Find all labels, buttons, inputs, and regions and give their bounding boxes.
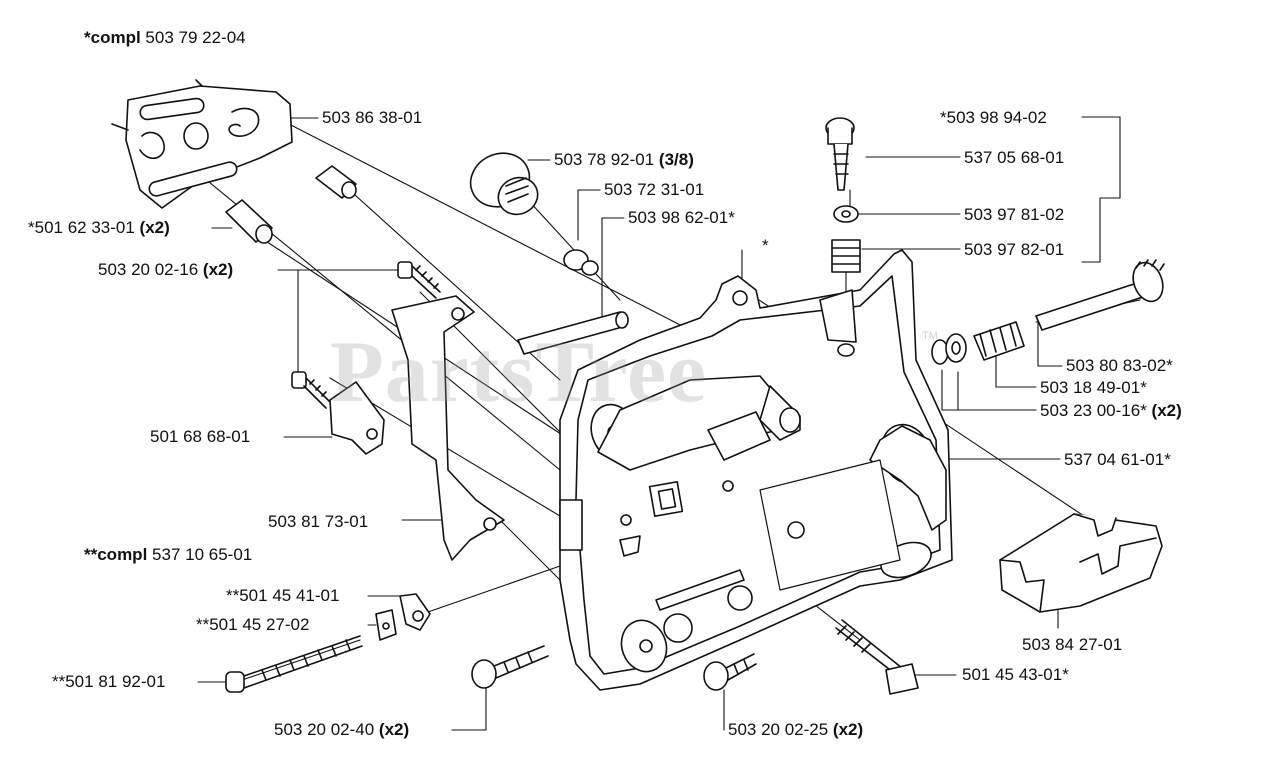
part-label: 501 68 68-01 <box>150 427 251 446</box>
compl-header-1-bold: *compl <box>84 28 141 47</box>
bottom-screw-right-part <box>703 653 757 691</box>
pin-part <box>517 311 629 355</box>
small-bracket-part <box>375 593 431 641</box>
part-label: 501 45 43-01* <box>962 665 1069 684</box>
tension-screw-part <box>835 619 919 695</box>
watermark-text: PartsTree <box>330 324 708 421</box>
part-label: 503 98 62-01* <box>628 208 735 227</box>
compl-header-1: *compl 503 79 22-04 <box>84 28 246 48</box>
tension-rod-part <box>1035 259 1165 331</box>
part-label: 503 97 81-02 <box>964 205 1065 224</box>
screw-part-left <box>291 371 331 409</box>
screw-part-top <box>397 261 441 299</box>
chain-catcher-block-part <box>999 513 1163 613</box>
spacer-sleeve-part <box>225 165 357 244</box>
compl-header-2-number: 537 10 65-01 <box>152 545 253 564</box>
part-label: *501 62 33-01 (x2) <box>28 218 170 237</box>
watermark-trademark: TM <box>922 330 938 342</box>
part-label: **501 45 41-01 <box>226 586 340 605</box>
bottom-screw-left-part <box>471 645 549 689</box>
long-screw-part <box>225 635 363 693</box>
compl-header-2-bold: **compl <box>84 545 148 564</box>
part-label: **501 45 27-02 <box>196 615 310 634</box>
nut-part <box>563 249 599 276</box>
part-label: 537 05 68-01 <box>964 148 1065 167</box>
part-label: 503 20 02-25 (x2) <box>728 720 864 739</box>
part-label: 503 20 02-16 (x2) <box>98 260 234 279</box>
cover-plate-part <box>391 295 505 561</box>
washer-part <box>931 333 967 365</box>
part-label: 503 23 00-16* (x2) <box>1040 401 1182 420</box>
part-label: * <box>762 236 769 255</box>
guide-plate-part <box>111 79 293 209</box>
spring-small-part <box>831 239 861 273</box>
part-label: 503 86 38-01 <box>322 108 423 127</box>
part-label: 503 81 73-01 <box>268 512 369 531</box>
part-label: *503 98 94-02 <box>940 108 1047 127</box>
washer-small-part <box>833 205 859 223</box>
part-label: 503 78 92-01 (3/8) <box>554 150 694 169</box>
sprocket-nut-part <box>469 152 539 216</box>
part-label: 503 18 49-01* <box>1040 378 1147 397</box>
part-label: 503 84 27-01 <box>1022 635 1123 654</box>
bracket-part <box>329 381 385 455</box>
compl-header-2: **compl 537 10 65-01 <box>84 545 252 565</box>
part-label: 503 72 31-01 <box>604 180 705 199</box>
compl-header-1-number: 503 79 22-04 <box>145 28 246 47</box>
oil-pump-screw-part <box>825 117 855 191</box>
part-label: 503 97 82-01 <box>964 240 1065 259</box>
housing-part <box>559 249 953 691</box>
part-label: 503 80 83-02* <box>1066 356 1173 375</box>
part-label: **501 81 92-01 <box>52 672 166 691</box>
spring-part <box>973 321 1025 361</box>
part-label: 537 04 61-01* <box>1064 450 1171 469</box>
part-label: 503 20 02-40 (x2) <box>274 720 410 739</box>
